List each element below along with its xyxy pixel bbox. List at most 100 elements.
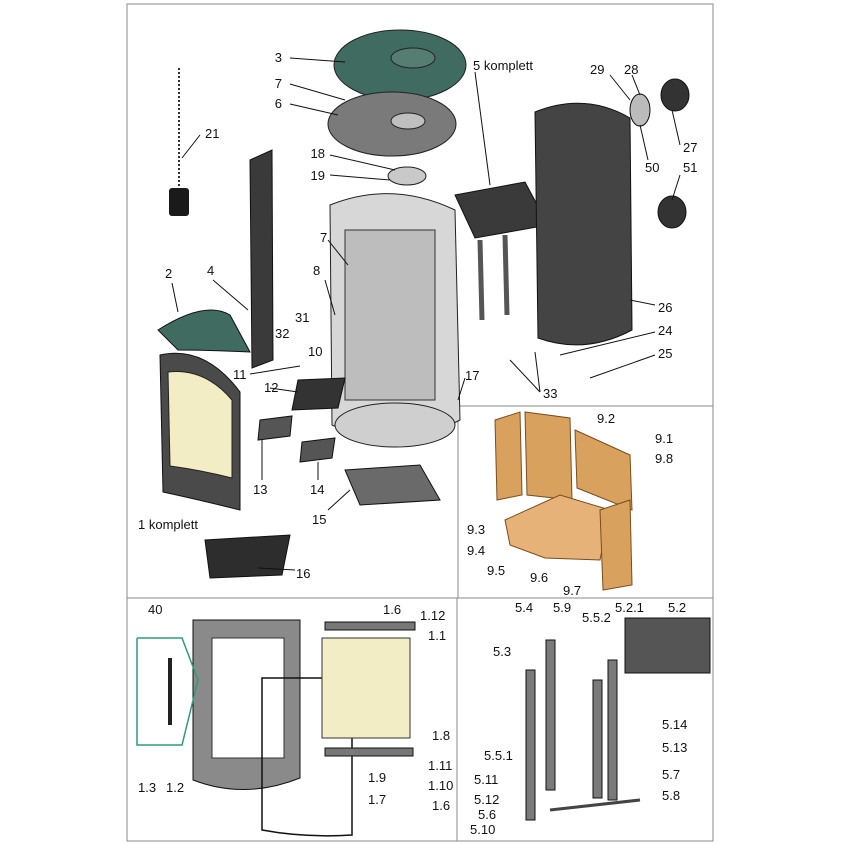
- door-gasket-part: [261, 677, 353, 837]
- label-21: 21: [205, 126, 219, 141]
- label-9-5: 9.5: [487, 563, 505, 578]
- side-panel-part: [249, 149, 274, 369]
- glass-strip-top-part: [324, 621, 416, 631]
- label-9-3: 9.3: [467, 522, 485, 537]
- label-5-9: 5.9: [553, 600, 571, 615]
- label-26: 26: [658, 300, 672, 315]
- leader-lines: [171, 57, 681, 571]
- glass-strip-bottom-part: [324, 747, 414, 757]
- label-13: 13: [253, 482, 267, 497]
- exchanger-leg-2: [502, 234, 510, 316]
- pipe-5-9-part: [545, 639, 556, 791]
- label-5-14: 5.14: [662, 717, 687, 732]
- pipe-5-11-part: [525, 669, 536, 821]
- top-stone-insert: [390, 47, 436, 69]
- label-5-2-1: 5.2.1: [615, 600, 644, 615]
- label-8: 8: [313, 263, 320, 278]
- cover-plate-part: [299, 437, 336, 463]
- heat-exchanger-part: [454, 181, 549, 239]
- label-24: 24: [658, 323, 672, 338]
- exchanger-leg-1: [477, 239, 485, 321]
- flue-collar-part: [629, 93, 651, 127]
- label-5-2: 5.2: [668, 600, 686, 615]
- label-5-5-1: 5.5.1: [484, 748, 513, 763]
- label-3: 3: [275, 50, 282, 65]
- firebox-part: [344, 229, 436, 401]
- label-51: 51: [683, 160, 697, 175]
- label-4: 4: [207, 263, 214, 278]
- label-2: 2: [165, 266, 172, 281]
- label-1-8: 1.8: [432, 728, 450, 743]
- label-40: 40: [148, 602, 162, 617]
- label-5-3: 5.3: [493, 644, 511, 659]
- stove-base-part: [334, 402, 456, 448]
- label-31: 31: [295, 310, 309, 325]
- handle-bracket-outline: [136, 637, 199, 746]
- label-5-6: 5.6: [478, 807, 496, 822]
- rail-5-8-part: [549, 798, 641, 812]
- label-11: 11: [233, 367, 247, 382]
- label-33: 33: [543, 386, 557, 401]
- grate-part: [291, 377, 346, 411]
- label-12: 12: [264, 380, 278, 395]
- flue-ring-part: [387, 166, 427, 186]
- label-15: 15: [312, 512, 326, 527]
- firebrick-base-part: [504, 494, 611, 561]
- bottom-plate-part: [344, 464, 441, 506]
- label-9-2: 9.2: [597, 411, 615, 426]
- label-19: 19: [311, 168, 325, 183]
- door-glass-1-1-part: [321, 637, 411, 739]
- label-10: 10: [308, 344, 322, 359]
- label-9-7: 9.7: [563, 583, 581, 598]
- label-1-1: 1.1: [428, 628, 446, 643]
- manifold-5-2-part: [624, 617, 711, 674]
- label-5-5-2: 5.5.2: [582, 610, 611, 625]
- label-9-4: 9.4: [467, 543, 485, 558]
- label-27: 27: [683, 140, 697, 155]
- label-1-2: 1.2: [166, 780, 184, 795]
- label-1-12: 1.12: [420, 608, 445, 623]
- label-50: 50: [645, 160, 659, 175]
- label-25: 25: [658, 346, 672, 361]
- label-28: 28: [624, 62, 638, 77]
- label-5-13: 5.13: [662, 740, 687, 755]
- label-29: 29: [590, 62, 604, 77]
- bottom-panel-frame: [126, 597, 714, 842]
- firebrick-9-1-part: [574, 429, 633, 511]
- label-7-body: 7: [320, 230, 327, 245]
- firebrick-9-3-part: [494, 411, 523, 501]
- label-18: 18: [311, 146, 325, 161]
- pipe-5-13-part: [592, 679, 603, 799]
- door-frame-opening: [211, 637, 285, 759]
- label-1-7: 1.7: [368, 792, 386, 807]
- label-16: 16: [296, 566, 310, 581]
- label-5-12: 5.12: [474, 792, 499, 807]
- cover-51-part: [657, 195, 687, 229]
- label-1-komplett: 1 komplett: [138, 517, 198, 532]
- label-9-8: 9.8: [655, 451, 673, 466]
- rear-shell-part: [534, 102, 633, 346]
- pipe-5-14-part: [607, 659, 618, 801]
- label-5-komplett: 5 komplett: [473, 58, 533, 73]
- label-1-3: 1.3: [138, 780, 156, 795]
- label-1-9: 1.9: [368, 770, 386, 785]
- lid-plate-hole: [390, 112, 426, 130]
- label-5-10: 5.10: [470, 822, 495, 837]
- label-7-top: 7: [275, 76, 282, 91]
- label-9-6: 9.6: [530, 570, 548, 585]
- firebrick-9-2-part: [524, 411, 573, 501]
- label-1-10: 1.10: [428, 778, 453, 793]
- weight-part: [169, 188, 189, 216]
- half-stone-part: [157, 309, 251, 353]
- label-1-11: 1.11: [428, 758, 452, 773]
- air-slide-part: [257, 415, 293, 441]
- label-14: 14: [310, 482, 324, 497]
- label-5-7: 5.7: [662, 767, 680, 782]
- label-1-6-top: 1.6: [383, 602, 401, 617]
- label-1-6-bottom: 1.6: [432, 798, 450, 813]
- label-5-11: 5.11: [474, 772, 498, 787]
- firebrick-9-7-part: [599, 499, 633, 591]
- label-5-4: 5.4: [515, 600, 533, 615]
- label-32: 32: [275, 326, 289, 341]
